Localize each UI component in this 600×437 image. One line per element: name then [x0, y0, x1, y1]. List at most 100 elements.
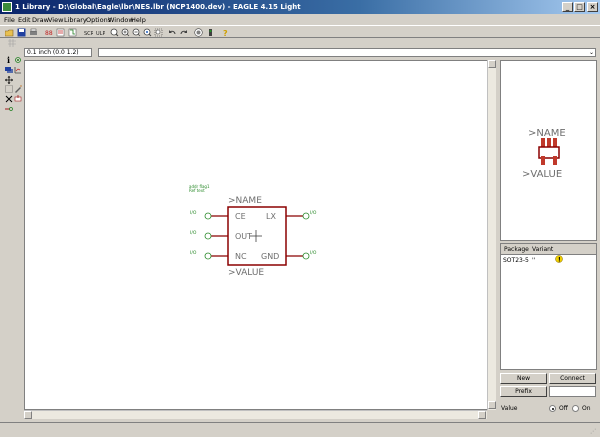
warning-icon: !: [555, 255, 563, 263]
schematic-canvas[interactable]: addr flag1 Ref text >NAME I/O I/O: [24, 60, 496, 410]
svg-text:88: 88: [45, 30, 53, 37]
value-on-label: On: [582, 405, 591, 412]
menu-library[interactable]: Library: [64, 16, 87, 24]
undo-icon[interactable]: [168, 28, 177, 37]
pin-direction-label: I/O: [190, 250, 197, 256]
save-icon[interactable]: [17, 28, 26, 37]
tiny-ref-text-2: Ref text: [189, 188, 205, 193]
command-line-input[interactable]: ⌄: [98, 48, 596, 57]
svg-text:i: i: [7, 56, 10, 64]
svg-text:!: !: [558, 257, 561, 264]
scroll-up-button[interactable]: [488, 60, 496, 68]
script-icon[interactable]: SCR: [84, 28, 93, 37]
status-bar: [0, 422, 600, 437]
coordinate-display: 0.1 inch (0.0 1.2): [24, 48, 92, 57]
close-button[interactable]: ×: [587, 2, 598, 12]
command-toolbar: i: [0, 55, 24, 437]
resize-grip-icon[interactable]: ⋰: [590, 428, 596, 435]
parameter-toolbar: [0, 38, 600, 48]
prefix-field[interactable]: [549, 386, 596, 397]
go-icon[interactable]: [206, 28, 215, 37]
package-preview: >NAME >VALUE: [500, 60, 597, 241]
scroll-right-button[interactable]: [478, 411, 486, 419]
cam-icon[interactable]: 88: [45, 28, 54, 37]
preview-name-label: >NAME: [528, 128, 566, 139]
menu-file[interactable]: File: [4, 16, 15, 24]
run-ulp-icon[interactable]: ULP: [96, 28, 105, 37]
scroll-down-button[interactable]: [488, 401, 496, 409]
connect-button[interactable]: Connect: [549, 373, 596, 384]
delete-icon[interactable]: [5, 95, 13, 103]
maximize-button[interactable]: □: [574, 2, 585, 12]
zoom-select-icon[interactable]: [154, 28, 163, 37]
zoom-fit-icon[interactable]: [110, 28, 119, 37]
symbol-drawing: addr flag1 Ref text >NAME I/O I/O: [189, 184, 317, 278]
group-icon[interactable]: [5, 85, 13, 93]
window-title: 1 Library - D:\Global\Eagle\lbr\NES.lbr …: [15, 3, 301, 11]
title-bar: 1 Library - D:\Global\Eagle\lbr\NES.lbr …: [0, 0, 600, 14]
pin-icon[interactable]: [5, 105, 13, 113]
value-off-radio[interactable]: [549, 405, 556, 412]
menu-view[interactable]: View: [48, 16, 64, 24]
vertical-scrollbar[interactable]: [487, 60, 496, 410]
menu-help[interactable]: Help: [131, 16, 146, 24]
svg-text:SCR: SCR: [84, 31, 93, 37]
menu-draw[interactable]: Draw: [32, 16, 49, 24]
help-icon[interactable]: ?: [221, 28, 230, 37]
package-cell: SOT23-5: [503, 257, 529, 264]
pin-name-lx: LX: [266, 212, 276, 221]
pin-ce[interactable]: [204, 212, 228, 220]
pin-nc[interactable]: [204, 252, 228, 260]
package-list-header: Package Variant: [501, 244, 596, 255]
pin-lx[interactable]: [286, 212, 310, 220]
pin-direction-label: I/O: [190, 230, 197, 236]
package-column-header[interactable]: Package: [504, 246, 529, 253]
value-label: Value: [501, 405, 518, 412]
value-on-radio[interactable]: [572, 405, 579, 412]
pin-name-out: OUT: [235, 232, 252, 241]
schematic-icon[interactable]: [68, 28, 77, 37]
show-icon[interactable]: [14, 56, 22, 64]
svg-text:ULP: ULP: [96, 31, 105, 37]
grid-icon[interactable]: [8, 39, 16, 47]
pin-direction-label: I/O: [190, 210, 197, 216]
redo-icon[interactable]: [179, 28, 188, 37]
variant-column-header[interactable]: Variant: [532, 246, 554, 253]
board-icon[interactable]: [56, 28, 65, 37]
zoom-in-icon[interactable]: [121, 28, 130, 37]
menu-window[interactable]: Window: [108, 16, 134, 24]
print-icon[interactable]: [29, 28, 38, 37]
change-icon[interactable]: [14, 85, 22, 93]
pin-gnd[interactable]: [286, 252, 310, 260]
pin-direction-label: I/O: [310, 210, 317, 216]
info-icon[interactable]: i: [5, 56, 13, 64]
new-button[interactable]: New: [500, 373, 547, 384]
sot23-footprint: [538, 138, 560, 165]
horizontal-scrollbar[interactable]: [24, 410, 487, 419]
move-icon[interactable]: [5, 76, 13, 84]
scroll-left-button[interactable]: [24, 411, 32, 419]
origin-cross: [250, 230, 262, 242]
prefix-button[interactable]: Prefix: [500, 386, 547, 397]
zoom-redraw-icon[interactable]: [143, 28, 152, 37]
preview-drawing: >NAME >VALUE: [522, 128, 566, 180]
stop-icon[interactable]: [194, 28, 203, 37]
display-layers-icon[interactable]: [5, 66, 13, 74]
symbol-value-label: >VALUE: [228, 268, 264, 278]
menu-options[interactable]: Options: [86, 16, 112, 24]
pin-name-ce: CE: [235, 212, 246, 221]
value-off-label: Off: [559, 405, 568, 412]
minimize-button[interactable]: _: [562, 2, 573, 12]
package-variant-list[interactable]: Package Variant SOT23-5 '' !: [500, 243, 597, 370]
eagle-app-icon: [2, 2, 12, 12]
main-toolbar: 88 SCR ULP ?: [0, 25, 600, 38]
add-icon[interactable]: [14, 95, 22, 103]
pin-out[interactable]: [204, 232, 228, 240]
open-icon[interactable]: [5, 28, 14, 37]
menu-edit[interactable]: Edit: [18, 16, 31, 24]
preview-value-label: >VALUE: [522, 169, 562, 180]
zoom-out-icon[interactable]: [132, 28, 141, 37]
svg-text:?: ?: [223, 29, 228, 37]
chevron-down-icon[interactable]: ⌄: [588, 49, 594, 56]
mark-icon[interactable]: [14, 66, 22, 74]
